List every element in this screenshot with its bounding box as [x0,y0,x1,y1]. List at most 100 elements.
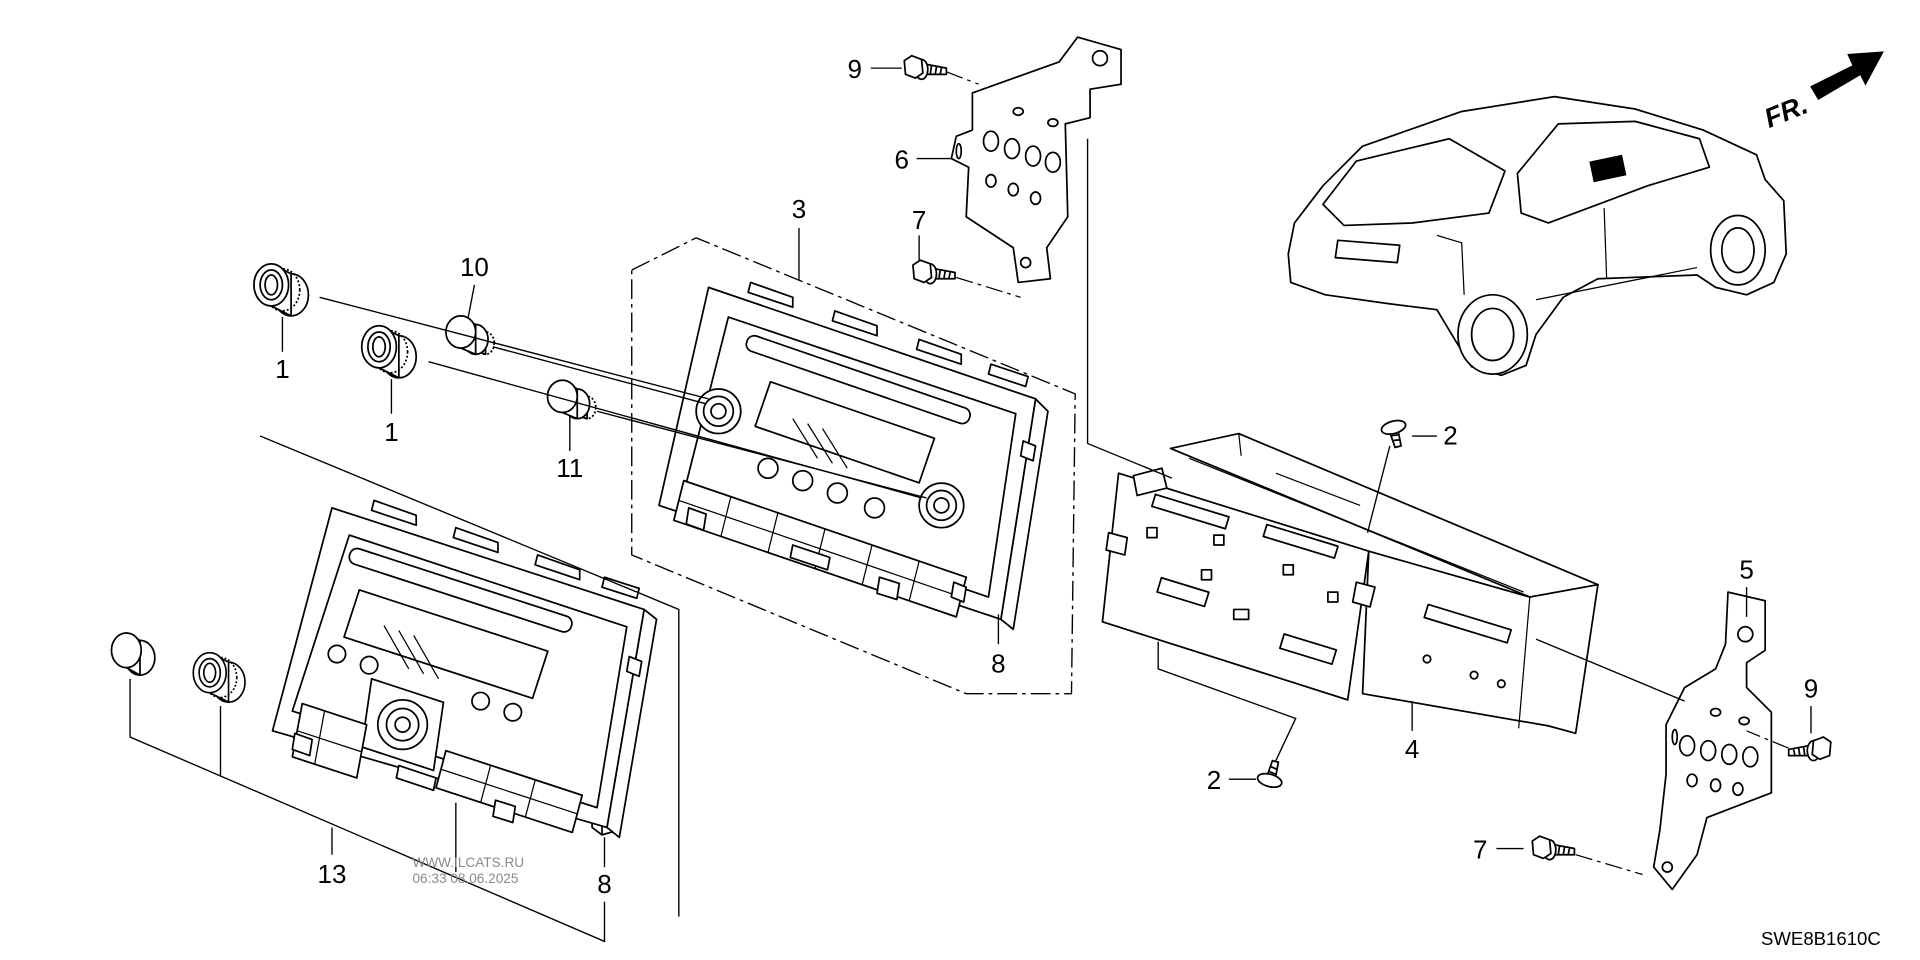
car-license-plate [1334,239,1401,264]
unit-3-small-knob [791,469,814,492]
chassis-flange [1105,531,1129,556]
callout-9-right: 9 [1804,673,1818,703]
callout-8-middle: 8 [991,649,1005,679]
chassis-front-square [1213,534,1225,546]
callout-5: 5 [1739,554,1753,584]
chassis-front-slot [1156,576,1210,608]
car-wheel-rear-hub [1470,307,1515,362]
callout-8-lower: 8 [597,869,611,899]
unit-13-button-dividers [297,710,578,818]
axis-knob-10 [492,346,707,405]
chassis-rear-box [1361,550,1599,735]
unit-3-display [754,380,936,484]
bracket-left-slot [1012,106,1025,117]
unit-13-tab [625,655,643,678]
chassis-front-square [1200,568,1213,581]
unit-13-display-glare [383,625,440,680]
bracket-right-slot [1738,716,1750,726]
unit-13-tab [395,764,437,792]
screw-2-top [1379,417,1412,451]
audio-unit-3 [658,281,1049,631]
vehicle-illustration [1287,95,1788,377]
chassis-front-slot [1278,633,1338,666]
chassis-top-detail [1188,433,1524,593]
callout-1-lower: 1 [384,417,398,447]
callout-9-top: 9 [847,54,861,84]
screw-2-bottom [1255,757,1288,791]
callout-10: 10 [460,252,489,282]
axis-screw-7-top [956,276,1021,298]
unit-13-cd-slot [348,547,573,633]
car-body [1287,95,1788,377]
screw-9-top [903,54,948,81]
chassis-front-slot [1262,523,1339,559]
bracket-right-slot [1709,707,1722,717]
unit-13-small-knob [503,702,523,722]
unit-13-small-knob [359,655,379,675]
knob-1-lower [360,324,418,379]
chassis-rear-hole [1496,679,1506,689]
bracket-left-hole [1091,49,1109,67]
bracket-left-slot [1047,118,1059,128]
bracket-right-hole [1741,746,1759,768]
unit-3-clip [915,338,963,366]
callout-6: 6 [895,144,909,174]
bracket-right-hole [1661,861,1674,873]
callout-7-right: 7 [1473,834,1487,864]
callout-4: 4 [1405,734,1419,764]
bracket-right-slot [1671,728,1679,746]
knob-1-upper [253,262,310,317]
unit-3-tab [950,581,968,603]
unit-3-button-dividers [678,496,962,601]
bracket-left-hole [1007,182,1020,197]
callout-13: 13 [318,859,347,889]
car-wheel-front-hub [1720,227,1755,274]
unit-13-clip [601,576,641,600]
callout-11: 11 [556,453,583,483]
watermark-site: WWW.ILCATS.RU [412,855,524,870]
unit-3-clip [831,310,878,337]
axis-screw-9-top [946,71,979,85]
unit-3-tab [685,507,707,532]
bracket-right [1652,591,1773,891]
bracket-left-hole [1044,151,1062,174]
audio-unit-13 [271,499,658,839]
chassis-rear-hole [1422,654,1432,664]
bracket-right-hole [1699,739,1717,762]
unit-3-tab [1019,440,1037,462]
bracket-right-hole [1720,743,1738,766]
unit-3-cd-slot [745,334,971,425]
unit-13-group-outline [259,435,680,917]
chassis-rear-edge [1518,597,1531,729]
unit-13-tab [291,732,314,757]
bracket-right-plate [1652,591,1773,891]
unit-3-clip [747,281,794,309]
bracket-left-hole [1024,145,1042,167]
bracket-left [950,36,1122,284]
unit-3-knob-right-core [933,497,950,514]
axis-chassis-to-bracket-right [1535,638,1685,702]
unit-13-center-knob-core [394,716,411,733]
unit-3-tab [876,576,901,601]
unit-13-clip [452,526,499,554]
callout-2-top: 2 [1443,421,1457,451]
front-direction-label: FR. [1760,88,1812,133]
unit-13-tab [492,799,517,824]
chassis-front-square [1146,526,1158,539]
unit-13-small-knob [471,691,491,711]
chassis-front-square [1282,563,1295,576]
unit-13-small-knob [327,644,347,664]
chassis-front-square [1327,591,1339,603]
unit-3-tab [789,544,831,571]
audio-chassis-4 [1101,432,1599,735]
watermark-timestamp: 06:33 08.06.2025 [412,871,518,886]
unit-3-group-outline [631,237,1076,695]
callout-7-top: 7 [912,205,926,235]
bracket-left-hole [1029,191,1042,206]
unit-3-knob-left-core [710,402,727,420]
bracket-left-hole [1019,256,1032,269]
axis-screw-9-right [1746,730,1789,749]
axis-screw-2-top [1366,445,1391,533]
chassis-rear-hole [1469,670,1479,680]
chassis-flange [1351,581,1376,608]
